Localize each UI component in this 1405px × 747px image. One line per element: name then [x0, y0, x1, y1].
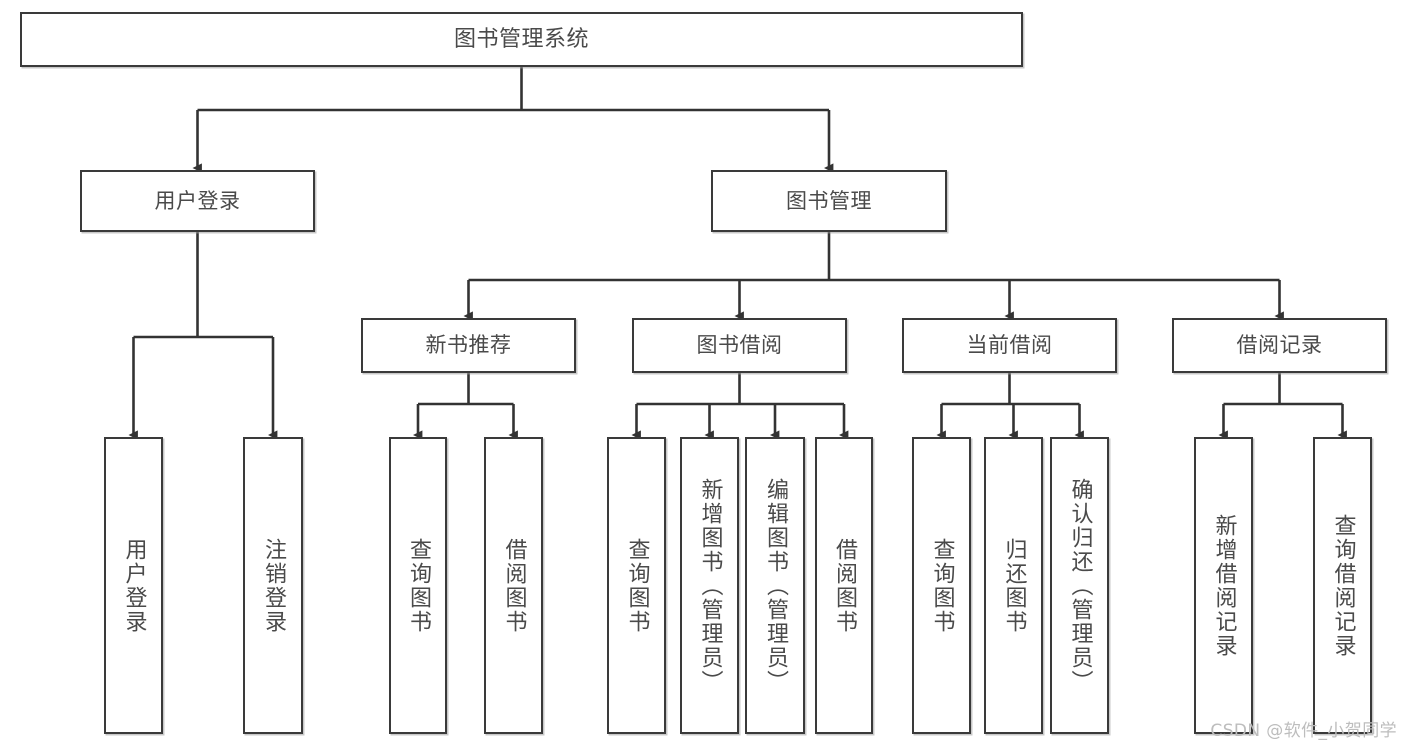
node-leaf-3[interactable]: 查询图书: [389, 437, 447, 734]
node-leaf-8[interactable]: 借阅图书: [815, 437, 873, 734]
node-leaf-2[interactable]: 注销登录: [243, 437, 303, 734]
node-login[interactable]: 用户登录: [80, 170, 315, 232]
node-leaf-12[interactable]: 新增借阅记录: [1194, 437, 1253, 734]
node-label: 图书管理系统: [453, 26, 589, 52]
node-leaf-4[interactable]: 借阅图书: [484, 437, 543, 734]
node-label: 查询图书: [624, 537, 650, 634]
node-label: 借阅图书: [501, 537, 527, 634]
node-label: 新书推荐: [425, 333, 512, 358]
node-label: 借阅图书: [832, 537, 857, 634]
node-leaf-11[interactable]: 确认归还（管理员）: [1050, 437, 1109, 734]
node-label: 新增图书（管理员）: [697, 477, 723, 694]
node-label: 当前借阅: [966, 333, 1053, 358]
node-label: 查询图书: [406, 537, 431, 634]
node-label: 用户登录: [121, 537, 147, 634]
node-leaf-10[interactable]: 归还图书: [984, 437, 1043, 734]
node-current[interactable]: 当前借阅: [902, 318, 1117, 373]
node-leaf-13[interactable]: 查询借阅记录: [1313, 437, 1372, 734]
node-leaf-7[interactable]: 编辑图书（管理员）: [745, 437, 805, 734]
node-label: 注销登录: [261, 537, 286, 634]
node-leaf-1[interactable]: 用户登录: [104, 437, 163, 734]
node-label: 确认归还（管理员）: [1067, 477, 1093, 694]
node-bookmgmt[interactable]: 图书管理: [711, 170, 947, 232]
node-label: 图书管理: [786, 188, 872, 213]
node-label: 图书借阅: [696, 333, 783, 358]
node-root[interactable]: 图书管理系统: [20, 12, 1023, 67]
node-label: 编辑图书（管理员）: [763, 477, 788, 694]
node-label: 新增借阅记录: [1211, 513, 1237, 658]
node-borrow[interactable]: 图书借阅: [632, 318, 847, 373]
node-leaf-6[interactable]: 新增图书（管理员）: [680, 437, 739, 734]
node-label: 借阅记录: [1236, 333, 1323, 358]
node-leaf-5[interactable]: 查询图书: [607, 437, 666, 734]
node-label: 查询借阅记录: [1330, 513, 1356, 658]
node-label: 归还图书: [1001, 537, 1027, 634]
node-label: 用户登录: [154, 188, 241, 213]
node-records[interactable]: 借阅记录: [1172, 318, 1387, 373]
node-newbook[interactable]: 新书推荐: [361, 318, 576, 373]
node-leaf-9[interactable]: 查询图书: [912, 437, 971, 734]
node-label: 查询图书: [929, 537, 955, 634]
